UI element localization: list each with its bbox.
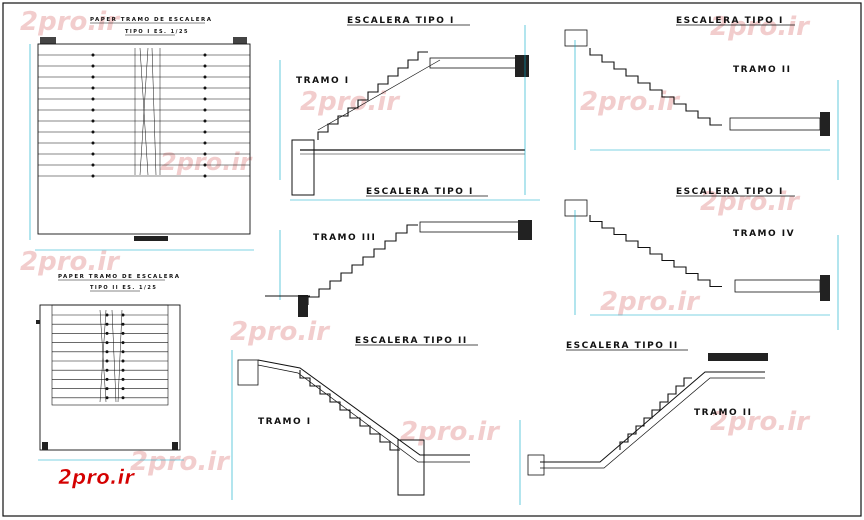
section-title: ESCALERA TIPO I xyxy=(676,187,784,197)
tread-node xyxy=(91,64,95,68)
tread-node xyxy=(121,387,125,391)
watermark: 2pro.ir xyxy=(20,7,121,37)
section-tipo1-tramo4: ESCALERA TIPO I TRAMO IV xyxy=(564,187,839,330)
tread-node xyxy=(121,396,125,400)
tread-node xyxy=(91,53,95,57)
tread-node xyxy=(91,163,95,167)
section-title: ESCALERA TIPO I xyxy=(347,16,455,26)
tramo-label: TRAMO II xyxy=(694,408,752,418)
watermark: 2pro.ir xyxy=(600,287,701,317)
tread-node xyxy=(121,341,125,345)
tread-node xyxy=(91,152,95,156)
tread-node xyxy=(121,322,125,326)
section-tipo1-tramo3: ESCALERA TIPO I TRAMO III xyxy=(265,187,540,317)
tramo-label: TRAMO I xyxy=(296,76,350,86)
section-title: ESCALERA TIPO II xyxy=(566,341,679,351)
tread-node xyxy=(121,313,125,317)
watermark: 2pro.ir xyxy=(700,187,801,217)
tread-node xyxy=(203,152,207,156)
tread-node xyxy=(203,75,207,79)
watermark: 2pro.ir xyxy=(160,148,254,176)
tread-node xyxy=(91,141,95,145)
tread-node xyxy=(203,174,207,178)
tread-node xyxy=(105,396,109,400)
tread-node xyxy=(105,368,109,372)
tread-node xyxy=(91,86,95,90)
tread-node xyxy=(105,350,109,354)
tread-node xyxy=(105,341,109,345)
plan-title: PAPER TRAMO DE ESCALERA xyxy=(90,17,213,23)
tread-node xyxy=(121,359,125,363)
tread-node xyxy=(105,322,109,326)
tread-node xyxy=(105,359,109,363)
site-logo: 2pro.ir xyxy=(58,465,136,490)
tread-node xyxy=(105,331,109,335)
stair-plan-tipo-2: PAPER TRAMO DE ESCALERA TIPO II ES. 1/25 xyxy=(36,274,184,461)
watermark-layer: 2pro.ir 2pro.ir 2pro.ir 2pro.ir 2pro.ir … xyxy=(20,7,811,477)
tread-node xyxy=(121,331,125,335)
section-tipo2-tramo1: ESCALERA TIPO II TRAMO I xyxy=(231,336,478,500)
tramo-label: TRAMO IV xyxy=(733,229,795,239)
tread-node xyxy=(203,108,207,112)
tread-node xyxy=(91,119,95,123)
plan-subtitle: TIPO II ES. 1/25 xyxy=(90,285,157,291)
tramo-label: TRAMO I xyxy=(258,417,312,427)
tread-node xyxy=(203,141,207,145)
tramo-label: TRAMO II xyxy=(733,65,791,75)
tread-node xyxy=(105,313,109,317)
section-title: ESCALERA TIPO I xyxy=(366,187,474,197)
section-tipo1-tramo1: ESCALERA TIPO I TRAMO I xyxy=(279,16,529,196)
tread-node xyxy=(91,97,95,101)
plan-subtitle: TIPO I ES. 1/25 xyxy=(125,29,189,35)
tread-node xyxy=(203,130,207,134)
tread-node xyxy=(203,97,207,101)
section-title: ESCALERA TIPO II xyxy=(355,336,468,346)
section-tipo1-tramo2: ESCALERA TIPO I TRAMO II xyxy=(564,16,839,180)
watermark: 2pro.ir xyxy=(710,12,811,42)
stair-plan-tipo-1: PAPER TRAMO DE ESCALERA TIPO I ES. 1/25 xyxy=(29,17,254,251)
watermark: 2pro.ir xyxy=(710,407,811,437)
watermark: 2pro.ir xyxy=(230,317,331,347)
tread-node xyxy=(91,108,95,112)
section-title: ESCALERA TIPO I xyxy=(676,16,784,26)
watermark: 2pro.ir xyxy=(580,87,681,117)
tread-node xyxy=(121,368,125,372)
tread-node xyxy=(203,64,207,68)
tread-node xyxy=(203,86,207,90)
section-tipo2-tramo2: ESCALERA TIPO II TRAMO II xyxy=(519,341,768,505)
plan-title: PAPER TRAMO DE ESCALERA xyxy=(58,274,181,280)
tread-node xyxy=(91,174,95,178)
tread-node xyxy=(91,130,95,134)
watermark: 2pro.ir xyxy=(300,87,401,117)
tread-node xyxy=(121,350,125,354)
tread-node xyxy=(105,377,109,381)
tread-node xyxy=(91,75,95,79)
watermark: 2pro.ir xyxy=(20,247,121,277)
tread-node xyxy=(105,387,109,391)
tread-node xyxy=(203,53,207,57)
tramo-label: TRAMO III xyxy=(313,233,376,243)
watermark: 2pro.ir xyxy=(400,417,501,447)
tread-node xyxy=(203,119,207,123)
tread-node xyxy=(121,377,125,381)
logo-text: 2pro.ir xyxy=(58,465,135,489)
watermark: 2pro.ir xyxy=(130,447,231,477)
tread-node xyxy=(203,163,207,167)
